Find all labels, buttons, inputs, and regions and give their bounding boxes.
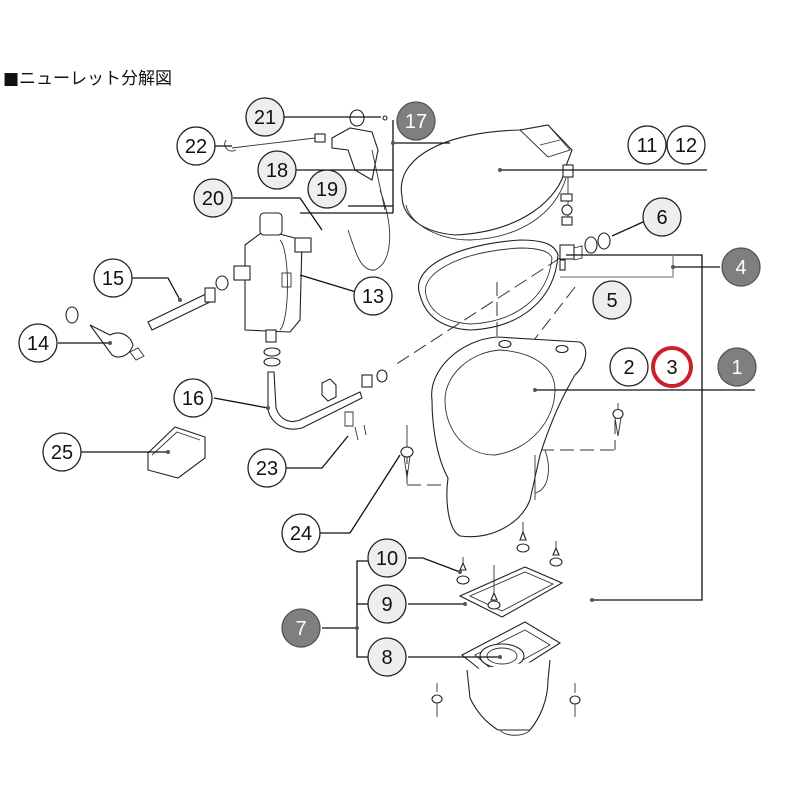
leader-lines [58,116,755,658]
callout-label: 18 [266,160,288,182]
callout-label: 24 [290,523,312,545]
callout-circle [353,276,393,316]
callout-15: 15 [93,258,133,298]
callout-label: 3 [666,357,677,379]
callout-circle [642,197,682,237]
callout-7: 7 [281,608,321,648]
callout-24: 24 [281,513,321,553]
callout-18: 18 [257,150,297,190]
callout-label: 7 [295,618,306,640]
callout-circle [651,346,693,388]
callout-label: 12 [675,135,697,157]
callout-circle [245,97,285,137]
callout-label: 2 [623,357,634,379]
callout-circle [367,538,407,578]
callout-25: 25 [42,432,82,472]
callout-label: 6 [656,207,667,229]
diagram-title: ■ニューレット分解図 [3,69,173,89]
callout-label: 25 [51,442,73,464]
callout-1: 1 [717,347,757,387]
callout-circle [717,347,757,387]
callout-13: 13 [353,276,393,316]
callout-circle [609,347,649,387]
callout-3: 3 [651,346,693,388]
callout-circle [42,432,82,472]
callout-label: 10 [376,548,398,570]
callout-2: 2 [609,347,649,387]
callout-label: 21 [254,107,276,129]
seat-ring-drawing [418,232,611,331]
callout-circle [666,125,706,165]
callout-14: 14 [18,323,58,363]
callout-label: 13 [362,286,384,308]
callout-circle [257,150,297,190]
callout-circle [307,169,347,209]
callout-16: 16 [173,378,213,418]
callout-label: 1 [731,357,742,379]
callout-circle [367,584,407,624]
callout-20: 20 [193,178,233,218]
callout-label: 23 [256,458,278,480]
callout-4: 4 [721,247,761,287]
callout-circle [592,280,632,320]
callout-12: 12 [666,125,706,165]
callout-label: 11 [637,135,658,157]
callout-circle [281,608,321,648]
callout-label: 5 [606,290,617,312]
callout-circle [281,513,321,553]
callout-circle [193,178,233,218]
callout-23: 23 [247,448,287,488]
callout-5: 5 [592,280,632,320]
callout-17: 17 [396,101,436,141]
callout-circle [396,101,436,141]
callout-19: 19 [307,169,347,209]
callout-circle [627,125,667,165]
callout-11: 11 [627,125,667,165]
callout-label: 19 [316,179,338,201]
callout-label: 22 [185,136,207,158]
callout-circle [367,637,407,677]
callout-circle [247,448,287,488]
callout-circle [173,378,213,418]
callout-label: 15 [102,268,124,290]
callout-label: 20 [202,188,224,210]
callout-21: 21 [245,97,285,137]
callout-label: 4 [735,257,746,279]
callout-circle [176,126,216,166]
leader-dots [108,141,675,659]
callout-label: 16 [182,388,204,410]
callout-label: 17 [405,111,427,133]
callout-10: 10 [367,538,407,578]
spray-gun-drawing [224,109,391,271]
callout-label: 14 [27,333,49,355]
callout-circle [93,258,133,298]
callout-circle [18,323,58,363]
callout-22: 22 [176,126,216,166]
drain-hose-drawing [267,369,388,441]
callout-8: 8 [367,637,407,677]
valve-unit-drawing [215,212,312,367]
paper-holder-drawing [147,426,206,479]
callout-label: 8 [381,647,392,669]
toilet-bowl-drawing [400,336,624,538]
callout-9: 9 [367,584,407,624]
drain-trap-drawing [431,522,581,736]
callout-circle [721,247,761,287]
callout-label: 9 [381,594,392,616]
supply-hose-drawing [65,287,216,361]
callout-6: 6 [642,197,682,237]
toilet-lid-drawing [400,124,574,241]
